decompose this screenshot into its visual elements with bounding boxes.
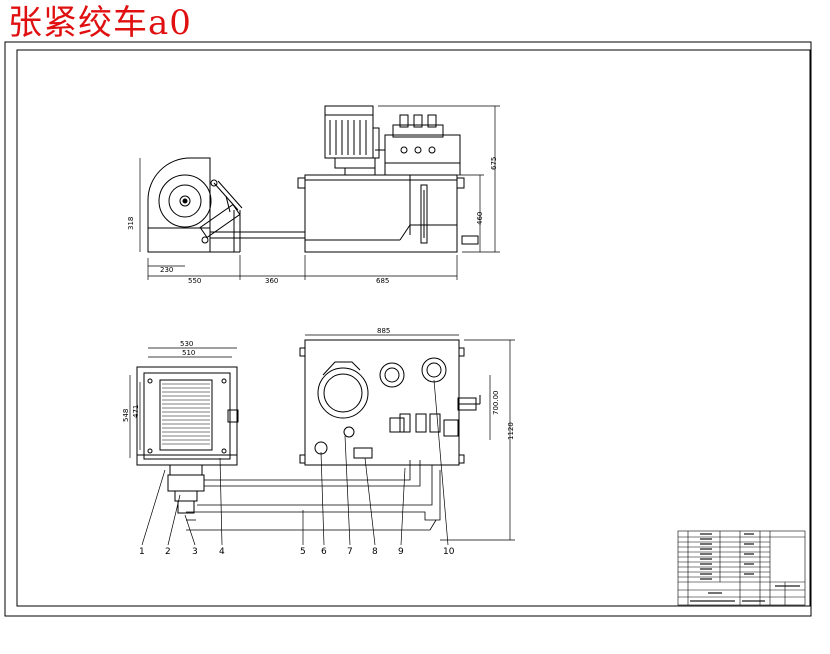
front-dimensions: [139, 105, 500, 280]
dim-550: 550: [188, 277, 201, 285]
dim-318: 318: [127, 217, 135, 230]
callout-3: 3: [192, 547, 198, 557]
oil-tank-top: [299, 339, 481, 466]
valve-manifold: [375, 114, 461, 175]
callout-1: 1: [139, 547, 145, 557]
hydraulic-cylinder: [199, 180, 305, 252]
callout-2: 2: [165, 547, 171, 557]
callout-7: 7: [347, 547, 353, 557]
dim-885: 885: [377, 327, 390, 335]
dim-1120: 1120: [507, 422, 515, 440]
callout-numbers: 1 2 3 4 5 6 7 8 9 10: [139, 547, 455, 557]
dim-460: 460: [476, 212, 484, 225]
callout-8: 8: [372, 547, 378, 557]
drawing-title: 张紧绞车a0: [8, 3, 192, 43]
top-view: [129, 334, 515, 546]
inner-border: [16, 49, 811, 607]
top-dimension-labels: 530 510 548 471 885 1120 700.00: [122, 327, 515, 440]
dim-530: 530: [180, 340, 193, 348]
pump-motor: [324, 105, 380, 176]
dim-471: 471: [132, 405, 140, 418]
front-dimension-labels: 675 460 318 230 550 360 685: [127, 157, 498, 285]
callout-4: 4: [219, 547, 225, 557]
title-block: [677, 530, 806, 606]
callout-9: 9: [398, 547, 404, 557]
callout-6: 6: [321, 547, 327, 557]
dim-700: 700.00: [492, 391, 500, 416]
top-dimensions: [129, 334, 515, 541]
dim-675: 675: [490, 157, 498, 170]
winch-housing: [147, 157, 240, 253]
hydraulic-piping: [186, 460, 441, 531]
oil-tank: [297, 174, 479, 253]
outer-border: [4, 41, 812, 617]
dim-685: 685: [376, 277, 389, 285]
callout-10: 10: [443, 547, 455, 557]
callout-5: 5: [300, 547, 306, 557]
dim-360: 360: [265, 277, 278, 285]
dim-510: 510: [182, 349, 195, 357]
dim-548: 548: [122, 409, 130, 422]
dim-230: 230: [160, 266, 173, 274]
callout-leaders: [141, 379, 449, 546]
front-view: [139, 105, 500, 280]
winch-drum-top: [136, 366, 239, 514]
